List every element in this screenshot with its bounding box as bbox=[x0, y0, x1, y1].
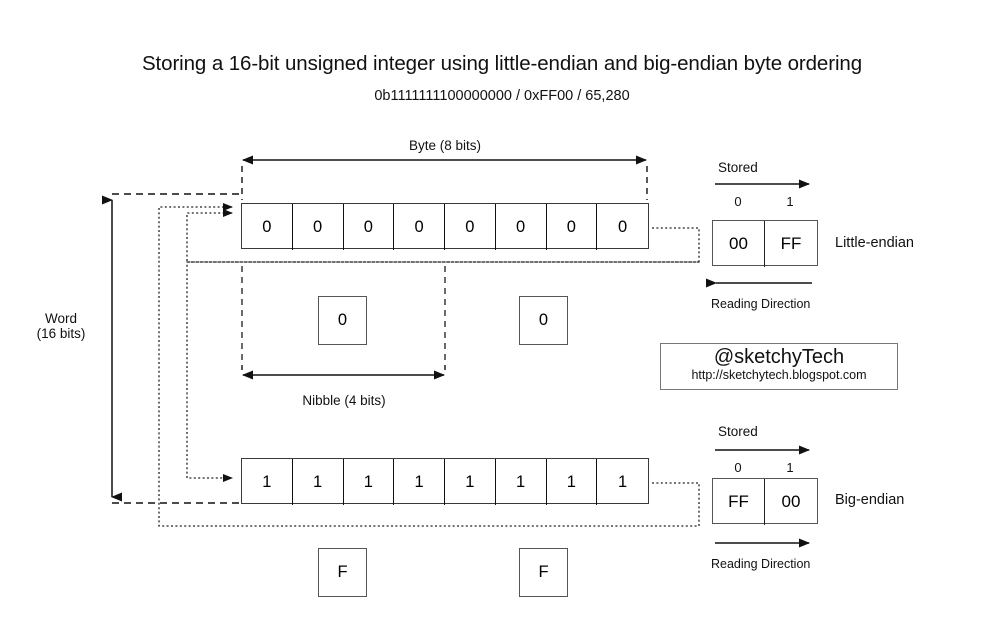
stored-bytes-little-endian: 00 FF bbox=[712, 220, 818, 267]
diagram-subtitle: 0b1111111100000000 / 0xFF00 / 65,280 bbox=[374, 88, 630, 104]
diagram-title: Storing a 16-bit unsigned integer using … bbox=[141, 52, 863, 75]
word-measure-bracket bbox=[102, 193, 244, 504]
bit-cell: 0 bbox=[496, 204, 547, 250]
watermark-handle: @sketchyTech bbox=[713, 346, 845, 368]
reading-direction-label-little-endian: Reading Direction bbox=[711, 297, 811, 311]
stored-byte-cell: 00 bbox=[781, 492, 801, 511]
stored-index-little-endian-1: 1 bbox=[786, 194, 794, 209]
bit-cell: 1 bbox=[496, 459, 547, 505]
byte-label: Byte (8 bits) bbox=[408, 138, 482, 153]
word-label: Word (16 bits) bbox=[20, 311, 102, 341]
bit-cell: 0 bbox=[394, 204, 445, 250]
low-byte-bit-row: 1 1 1 1 1 1 1 1 bbox=[241, 458, 649, 505]
inner-dotted-route-to-low-byte-row bbox=[186, 261, 699, 482]
bit-cell: 0 bbox=[445, 204, 496, 250]
endianness-label-big-endian: Big-endian bbox=[835, 492, 905, 508]
word-label-line1: Word bbox=[44, 311, 77, 326]
bit-cell: 1 bbox=[293, 459, 344, 505]
high-byte-bit-row: 0 0 0 0 0 0 0 0 bbox=[241, 203, 649, 250]
nibble-label: Nibble (4 bits) bbox=[302, 393, 386, 408]
watermark-url: http://sketchytech.blogspot.com bbox=[691, 368, 867, 382]
bit-cell: 1 bbox=[344, 459, 395, 505]
endianness-label-little-endian: Little-endian bbox=[835, 235, 914, 251]
nibble-hex-box: 0 bbox=[318, 296, 367, 345]
stored-byte-cell: FF bbox=[780, 234, 802, 253]
bit-cell: 0 bbox=[293, 204, 344, 250]
stored-index-big-endian-0: 0 bbox=[734, 460, 742, 475]
watermark-box: @sketchyTech http://sketchytech.blogspot… bbox=[660, 343, 898, 390]
reading-direction-label-big-endian: Reading Direction bbox=[711, 557, 811, 571]
bit-cell: 0 bbox=[344, 204, 395, 250]
bit-cell: 0 bbox=[618, 217, 628, 236]
byte-boundary-guide bbox=[241, 266, 446, 360]
byte-measure-arrow bbox=[241, 155, 648, 200]
nibble-hex-box: F bbox=[519, 548, 568, 597]
stored-index-little-endian-0: 0 bbox=[734, 194, 742, 209]
bit-cell: 0 bbox=[547, 204, 598, 250]
bit-cell: 1 bbox=[242, 459, 293, 505]
stored-byte-cell: 00 bbox=[713, 221, 765, 267]
bit-cell: 1 bbox=[445, 459, 496, 505]
stored-label-little-endian: Stored bbox=[718, 160, 758, 175]
bit-cell: 1 bbox=[618, 472, 628, 491]
stored-label-big-endian: Stored bbox=[718, 424, 758, 439]
nibble-hex-box: F bbox=[318, 548, 367, 597]
word-label-line2: (16 bits) bbox=[36, 326, 86, 341]
stored-index-big-endian-1: 1 bbox=[786, 460, 794, 475]
bit-cell: 0 bbox=[242, 204, 293, 250]
nibble-measure-arrow bbox=[241, 266, 446, 380]
stored-byte-cell: FF bbox=[713, 479, 765, 525]
nibble-hex-box: 0 bbox=[519, 296, 568, 345]
bit-cell: 1 bbox=[394, 459, 445, 505]
low-byte-to-big-endian-route bbox=[158, 203, 700, 527]
stored-bytes-big-endian: FF 00 bbox=[712, 478, 818, 525]
bit-cell: 1 bbox=[547, 459, 598, 505]
